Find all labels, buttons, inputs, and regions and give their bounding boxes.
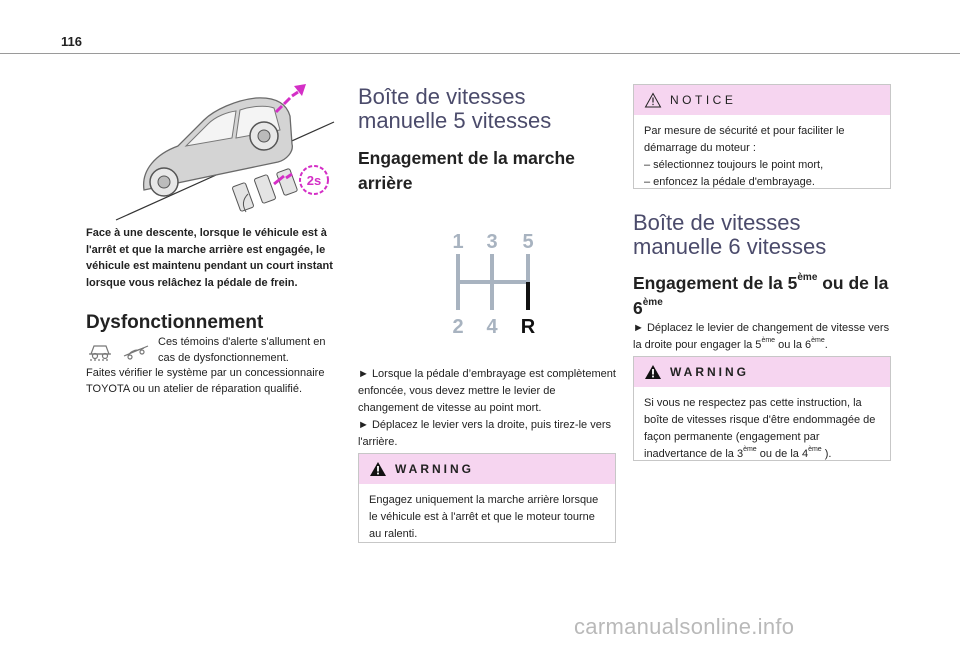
pedal-icon (232, 168, 298, 213)
gear-label-2: 2 (452, 316, 463, 338)
section-title-dysfonctionnement: Dysfonctionnement (86, 312, 264, 333)
hill-assist-warning-icon (89, 345, 149, 361)
chapter-title-5-speed: Boîte de vitesses manuelle 5 vitesses (358, 84, 552, 133)
notice-item-2: – enfoncez la pédale d'embrayage. (644, 176, 815, 188)
warning-label: WARNING (670, 365, 749, 379)
warning-box-6-speed: WARNING Si vous ne respectez pas cette i… (633, 356, 891, 461)
warning-lights-text: Ces témoins d'alerte s'allument en cas d… (158, 336, 326, 364)
reverse-step-1: ► Lorsque la pédale d’embrayage est comp… (358, 368, 616, 414)
notice-label: NOTICE (670, 93, 737, 107)
warning-triangle-icon (370, 462, 386, 476)
dealer-check-text: Faites vérifier le système par un conces… (86, 367, 325, 395)
notice-box: NOTICE Par mesure de sécurité et pour fa… (633, 84, 891, 189)
page-number: 116 (61, 34, 82, 49)
hill-assist-caption: Face à une descente, lorsque le véhicule… (86, 227, 333, 289)
reverse-instructions: ► Lorsque la pédale d’embrayage est comp… (358, 366, 616, 451)
gear-label-1: 1 (452, 231, 463, 253)
warning-header: WARNING (634, 357, 890, 387)
shift-5th-6th-instruction: ► Déplacez le levier de changement de vi… (633, 322, 890, 351)
notice-body: Par mesure de sécurité et pour faciliter… (634, 115, 890, 199)
timer-badge: 2s (307, 173, 321, 188)
notice-header: NOTICE (634, 85, 890, 115)
warning-text: Engagez uniquement la marche arrière lor… (369, 494, 599, 540)
reverse-step-2: ► Déplacez le levier vers la droite, pui… (358, 419, 611, 448)
notice-triangle-icon (644, 92, 662, 108)
gear-pattern-icon: 1 3 5 2 4 R (452, 231, 536, 338)
notice-item-1: – sélectionnez toujours le point mort, (644, 159, 824, 171)
gear-label-5: 5 (522, 231, 533, 253)
warning-header: WARNING (359, 454, 615, 484)
subtitle-reverse: Engagement de la marche arrière (358, 148, 575, 193)
subtitle-5th-6th: Engagement de la 5ème ou de la 6ème (633, 272, 889, 318)
chapter-title-6-speed: Boîte de vitesses manuelle 6 vitesses (633, 210, 827, 259)
notice-intro: Par mesure de sécurité et pour faciliter… (644, 125, 845, 154)
warning-label: WARNING (395, 462, 474, 476)
gear-label-4: 4 (486, 316, 498, 338)
gear-label-r: R (521, 316, 536, 338)
warning-text: Si vous ne respectez pas cette instructi… (644, 397, 876, 460)
warning-triangle-icon (645, 365, 661, 379)
car-on-slope-icon: 2s (115, 84, 335, 221)
header-divider (0, 53, 960, 54)
gear-label-3: 3 (486, 231, 497, 253)
watermark: carmanualsonline.info (574, 614, 795, 639)
warning-box-reverse: WARNING Engagez uniquement la marche arr… (358, 453, 616, 543)
